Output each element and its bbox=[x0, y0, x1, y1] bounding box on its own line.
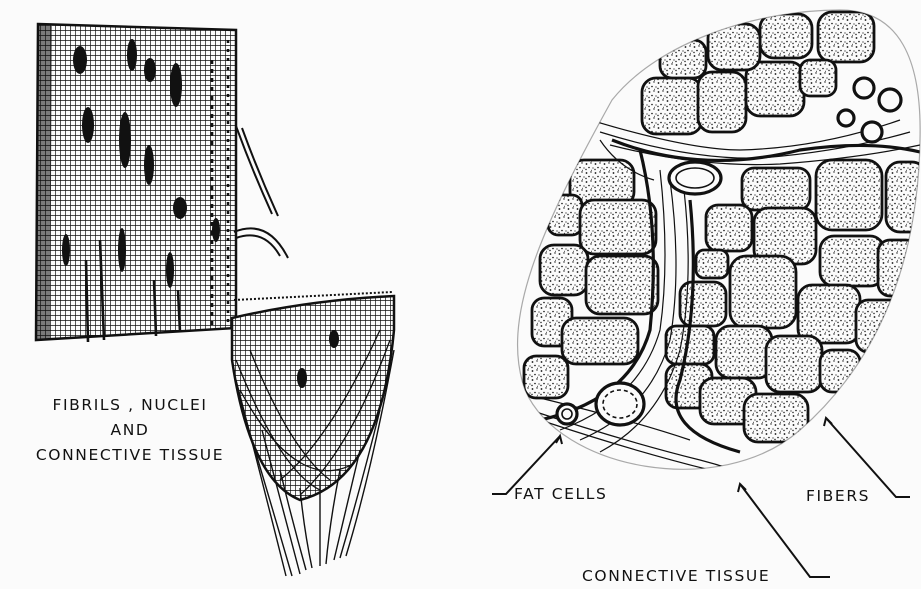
label-connective-tissue-right: CONNECTIVE TISSUE bbox=[582, 567, 770, 585]
label-fat-cells: FAT CELLS bbox=[514, 485, 607, 503]
label-and: AND bbox=[14, 421, 246, 439]
label-fibers: FIBERS bbox=[806, 487, 870, 505]
fiber-cut-end bbox=[232, 292, 394, 576]
muscle-fiber-drawing bbox=[36, 24, 288, 342]
label-fibrils-nuclei: FIBRILS , NUCLEI bbox=[14, 396, 246, 414]
cross-section-drawing bbox=[518, 10, 921, 490]
label-connective-tissue-left: CONNECTIVE TISSUE bbox=[4, 446, 256, 464]
